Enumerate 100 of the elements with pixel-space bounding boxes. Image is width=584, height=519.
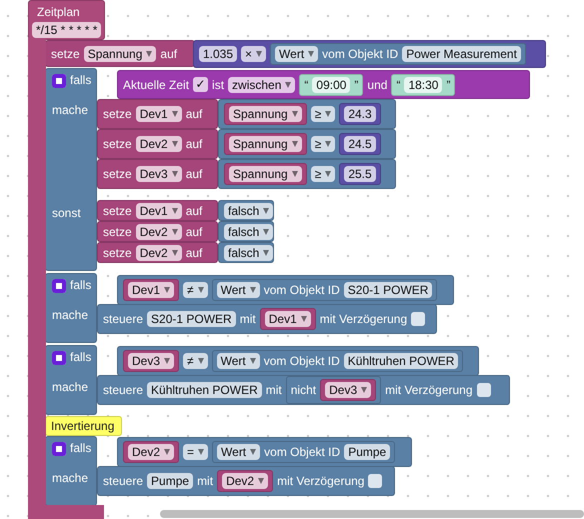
statement-block	[97, 304, 437, 334]
text-field: Pumpe	[147, 473, 194, 489]
block-label: auf	[186, 246, 202, 260]
block-label: auf	[186, 137, 202, 151]
statement-block	[97, 129, 218, 159]
dropdown-field: falsch	[224, 202, 274, 218]
block-label: vom Objekt ID	[322, 47, 398, 61]
block-label: nicht	[290, 383, 316, 397]
block-label: mit Verzögerung	[277, 474, 364, 488]
text-field: 25.5	[344, 166, 376, 182]
block-label: mit Verzögerung	[385, 383, 473, 397]
block-label: vom Objekt ID	[264, 354, 340, 368]
value-block	[212, 350, 464, 372]
block-label: auf	[186, 107, 202, 121]
value-block	[286, 376, 382, 404]
block-label: steuere	[103, 312, 144, 326]
block-label: mit	[240, 312, 256, 326]
comment-bubble	[45, 416, 122, 436]
value-block	[193, 40, 546, 68]
block-label: “	[304, 78, 308, 92]
block-label: falls	[70, 350, 92, 364]
block-label: mache	[52, 103, 88, 117]
value-block	[117, 346, 479, 376]
event-block	[28, 0, 105, 40]
variable-block	[217, 470, 274, 492]
value-block	[270, 43, 526, 65]
text-field: Pumpe	[344, 444, 390, 460]
statement-block	[97, 242, 218, 263]
value-block	[117, 437, 412, 467]
text-field: 09:00	[312, 76, 350, 92]
statement-block	[97, 466, 395, 496]
dropdown-field: Dev2	[136, 136, 182, 152]
dropdown-field: ≥	[310, 136, 336, 152]
dropdown-field: Dev1	[136, 202, 182, 218]
block-label: setze	[51, 46, 80, 60]
dropdown-field: falsch	[224, 224, 274, 240]
if-block	[45, 436, 97, 506]
value-block	[218, 159, 396, 189]
block-label: setze	[103, 107, 132, 121]
statement-block	[97, 200, 218, 221]
number-block	[339, 133, 381, 155]
block-label: mit	[266, 383, 282, 397]
value-block	[117, 70, 530, 99]
block-label: auf	[186, 224, 202, 238]
text-field: */15 * * * * *	[32, 22, 102, 38]
value-block	[117, 275, 454, 305]
dropdown-field: Wert	[217, 444, 260, 460]
block-label: auf	[160, 46, 178, 60]
block-label: auf	[186, 167, 202, 181]
number-block	[339, 163, 381, 185]
block-label: auf	[186, 204, 202, 218]
dropdown-field: Dev2	[136, 224, 182, 240]
block-label: falls	[70, 441, 92, 455]
variable-block	[224, 163, 307, 185]
block-label: mache	[52, 308, 88, 322]
value-block	[212, 441, 396, 463]
text-field: Kühltruhen POWER	[147, 382, 262, 398]
value-block	[218, 200, 274, 221]
block-label: ”	[446, 78, 450, 92]
text-field: 24.3	[344, 106, 376, 122]
block-label: falls	[70, 73, 92, 87]
dropdown-field: Dev3	[136, 166, 182, 182]
text-field: S20-1 POWER	[344, 282, 432, 298]
variable-block	[123, 279, 180, 301]
value-block	[218, 99, 396, 129]
dropdown-field: Dev2	[128, 444, 174, 460]
value-block	[218, 129, 396, 159]
variable-block	[123, 441, 180, 463]
block-label: setze	[103, 224, 132, 238]
block-label: vom Objekt ID	[264, 283, 340, 297]
text-field: 18:30	[404, 76, 442, 92]
dropdown-field: ≥	[310, 106, 336, 122]
text-field: 24.5	[344, 136, 376, 152]
block-label: sonst	[52, 206, 81, 220]
statement-block	[97, 159, 218, 189]
dropdown-field: Spannung	[229, 106, 302, 122]
dropdown-field: Wert	[275, 46, 318, 62]
value-block	[218, 221, 274, 242]
text-field: 1.035	[199, 46, 238, 62]
block-label: ”	[354, 78, 358, 92]
block-label: ist	[212, 78, 224, 92]
block-label: vom Objekt ID	[264, 445, 340, 459]
dropdown-field: Dev1	[128, 282, 174, 298]
dropdown-field: Spannung	[84, 46, 156, 62]
block-label: setze	[103, 137, 132, 151]
text-value-block	[391, 74, 456, 96]
block-label: mache	[52, 380, 88, 394]
value-block	[218, 242, 274, 263]
checkbox: ✓	[193, 77, 208, 92]
dropdown-field: ≠	[183, 282, 208, 298]
value-block	[212, 279, 438, 301]
block-label: setze	[103, 246, 132, 260]
variable-block	[320, 379, 376, 401]
statement-block	[97, 99, 218, 129]
if-block	[45, 273, 97, 343]
statement-block	[45, 40, 195, 67]
block-label: steuere	[103, 383, 144, 397]
dropdown-field: zwischen	[228, 76, 296, 92]
block-label: steuere	[103, 474, 144, 488]
text-field: Kühltruhen POWER	[344, 353, 458, 369]
